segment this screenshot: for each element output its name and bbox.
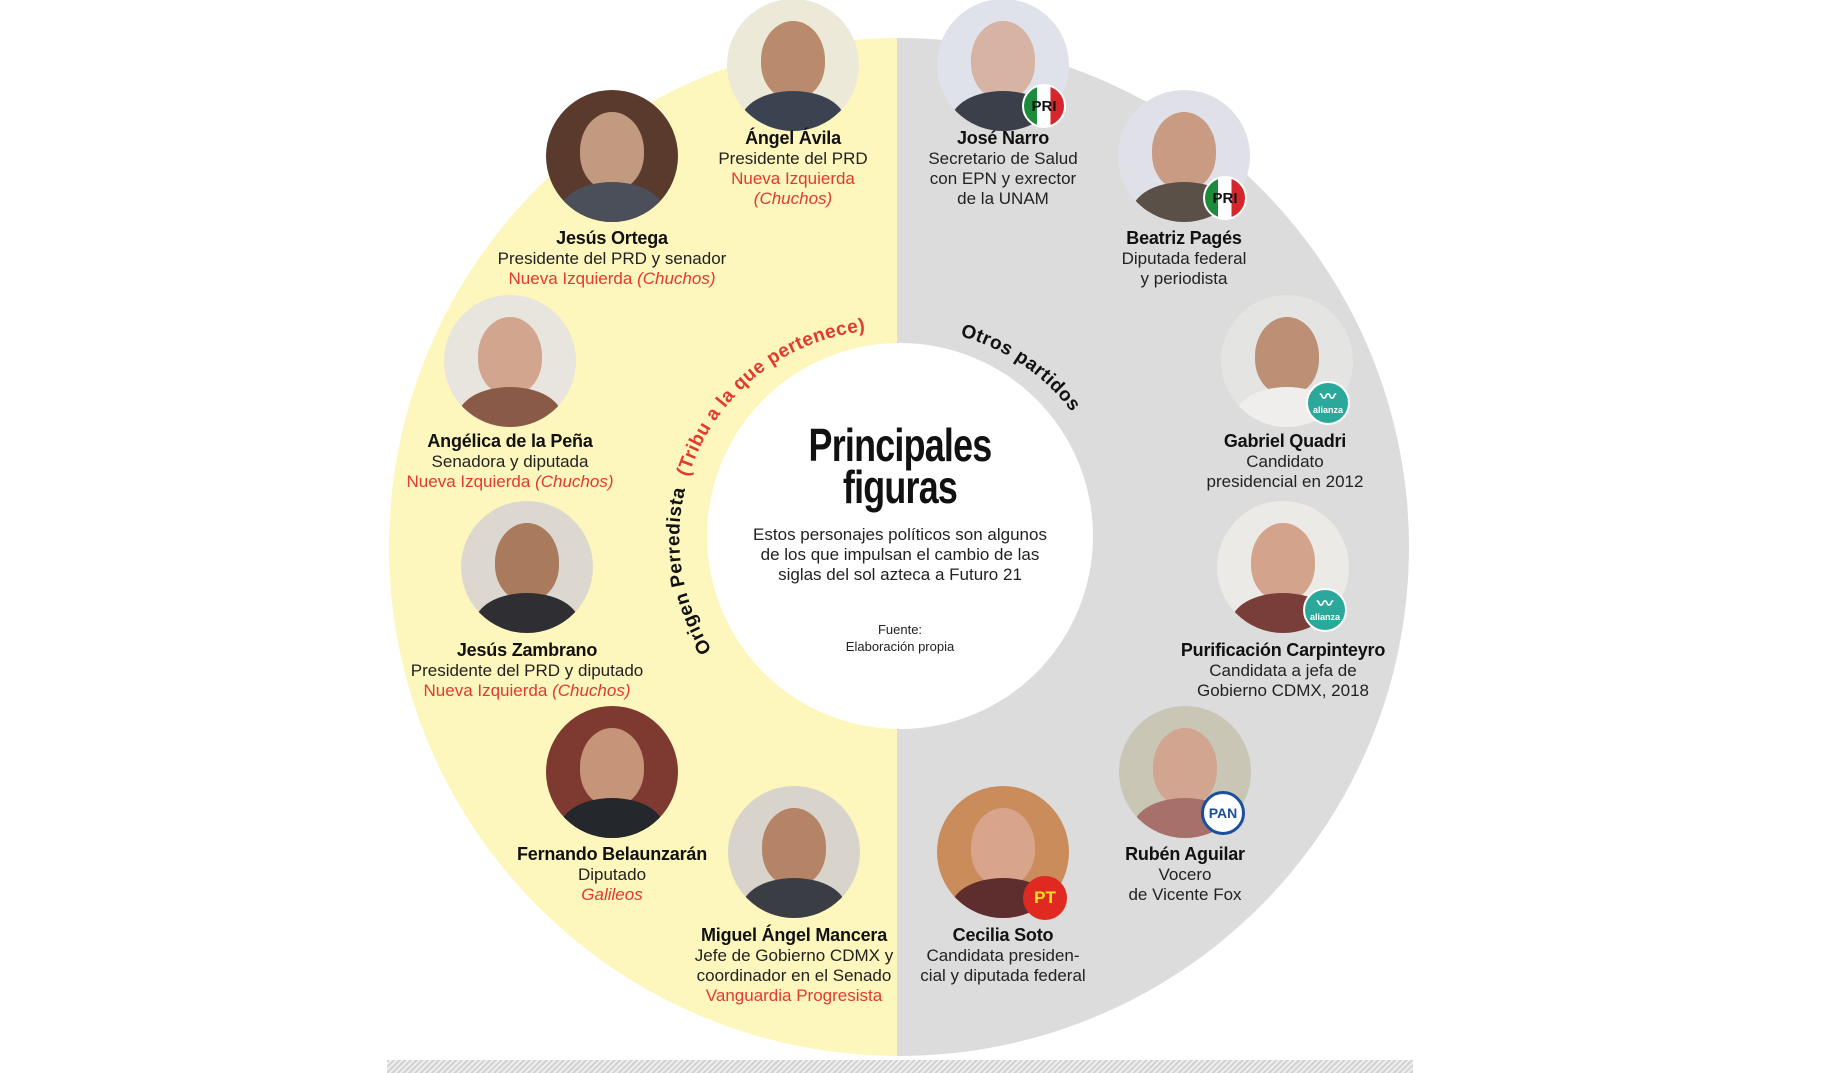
source-value: Elaboración propia <box>845 639 955 654</box>
alianza-logo-icon: 〰 alianza <box>1306 381 1350 425</box>
person-role: de la UNAM <box>957 189 1049 208</box>
pan-logo-icon: PAN <box>1201 791 1245 835</box>
person-beatriz-pages: Beatriz Pagés Diputada federal y periodi… <box>1044 228 1324 289</box>
person-tribe: Nueva Izquierda <box>731 169 855 188</box>
person-name: Jesús Ortega <box>556 228 668 248</box>
person-miguel-angel-mancera: Miguel Ángel Mancera Jefe de Gobierno CD… <box>654 925 934 1006</box>
person-purificacion-carpinteyro: Purificación Carpinteyro Candidata a jef… <box>1143 640 1423 701</box>
alianza-wing-icon: 〰 <box>1319 389 1336 406</box>
description: Estos personajes políticos son algunos d… <box>753 525 1047 584</box>
person-role: Candidata presiden- <box>926 946 1080 965</box>
person-name: Fernando Belaunzarán <box>516 844 708 864</box>
person-name: Purificación Carpinteyro <box>1180 640 1386 660</box>
person-name: Angélica de la Peña <box>427 431 593 451</box>
person-name: Jesús Zambrano <box>456 640 598 660</box>
person-role: Vocero <box>1158 865 1212 884</box>
person-role: Senadora y diputada <box>431 452 589 471</box>
person-role: presidencial en 2012 <box>1206 472 1364 491</box>
person-name: Beatriz Pagés <box>1126 228 1242 248</box>
alianza-logo-icon: 〰 alianza <box>1303 588 1347 632</box>
photo-jesus-zambrano <box>461 501 593 633</box>
person-angel-avila: Ángel Ávila Presidente del PRD Nueva Izq… <box>653 128 933 209</box>
person-role: Candidata a jefa de <box>1209 661 1357 680</box>
alianza-label: alianza <box>1312 405 1343 415</box>
person-role: Presidente del PRD <box>718 149 868 168</box>
person-name: Miguel Ángel Mancera <box>700 925 888 945</box>
person-role: Jefe de Gobierno CDMX y <box>694 946 894 965</box>
person-role: cial y diputada federal <box>920 966 1086 985</box>
person-ruben-aguilar: Rubén Aguilar Vocero de Vicente Fox <box>1045 844 1325 905</box>
person-tribe: Vanguardia Progresista <box>705 986 883 1005</box>
person-jose-narro: José Narro Secretario de Salud con EPN y… <box>863 128 1143 209</box>
person-role: Presidente del PRD y diputado <box>410 661 644 680</box>
photo-fernando-belaunzaran <box>546 706 678 838</box>
source: Fuente: Elaboración propia <box>800 621 1000 655</box>
alianza-label: alianza <box>1309 612 1340 622</box>
person-tribe-italic: (Chuchos) <box>552 681 631 700</box>
photo-miguel-angel-mancera <box>728 786 860 918</box>
person-tribe-italic: (Chuchos) <box>637 269 716 288</box>
person-tribe: Nueva Izquierda <box>406 472 531 491</box>
person-role: Diputada federal <box>1121 249 1247 268</box>
person-fernando-belaunzaran: Fernando Belaunzarán Diputado Galileos <box>472 844 752 905</box>
person-tribe: Nueva Izquierda <box>423 681 548 700</box>
person-name: Gabriel Quadri <box>1223 431 1347 451</box>
person-gabriel-quadri: Gabriel Quadri Candidato presidencial en… <box>1145 431 1425 492</box>
person-name: Cecilia Soto <box>952 925 1054 945</box>
pt-logo-icon: PT <box>1023 876 1067 920</box>
person-role: con EPN y exrector <box>929 169 1077 188</box>
center-circle <box>707 343 1093 729</box>
pri-logo-icon: PRI <box>1022 84 1066 128</box>
title-line-2: figuras <box>842 461 958 513</box>
person-tribe-italic: (Chuchos) <box>753 189 833 208</box>
person-role: Secretario de Salud <box>928 149 1078 168</box>
page-title: Principales figuras <box>783 419 1017 513</box>
person-jesus-ortega: Jesús Ortega Presidente del PRD y senado… <box>452 228 772 289</box>
person-role: Candidato <box>1246 452 1324 471</box>
person-angelica-de-la-pena: Angélica de la Peña Senadora y diputada … <box>370 431 650 492</box>
person-name: Ángel Ávila <box>745 128 841 148</box>
pri-logo-icon: PRI <box>1203 176 1247 220</box>
photo-angelica-de-la-pena <box>444 295 576 427</box>
person-tribe-italic: Galileos <box>581 885 643 904</box>
alianza-wing-icon: 〰 <box>1316 596 1333 613</box>
person-cecilia-soto: Cecilia Soto Candidata presiden- cial y … <box>863 925 1143 986</box>
photo-jesus-ortega <box>546 90 678 222</box>
person-tribe: Nueva Izquierda <box>508 269 633 288</box>
person-role: Diputado <box>577 865 647 884</box>
bottom-striped-bar <box>387 1060 1413 1073</box>
person-tribe-italic: (Chuchos) <box>535 472 614 491</box>
person-role: coordinador en el Senado <box>696 966 892 985</box>
person-jesus-zambrano: Jesús Zambrano Presidente del PRD y dipu… <box>367 640 687 701</box>
person-role: de Vicente Fox <box>1128 885 1242 904</box>
person-role: Gobierno CDMX, 2018 <box>1197 681 1369 700</box>
photo-angel-avila <box>727 0 859 131</box>
source-label: Fuente: <box>877 622 923 637</box>
person-name: José Narro <box>956 128 1050 148</box>
photo-cecilia-soto <box>937 786 1069 918</box>
title-line-1: Principales <box>808 419 993 471</box>
person-role: y periodista <box>1140 269 1228 288</box>
person-name: Rubén Aguilar <box>1125 844 1245 864</box>
person-role: Presidente del PRD y senador <box>497 249 727 268</box>
